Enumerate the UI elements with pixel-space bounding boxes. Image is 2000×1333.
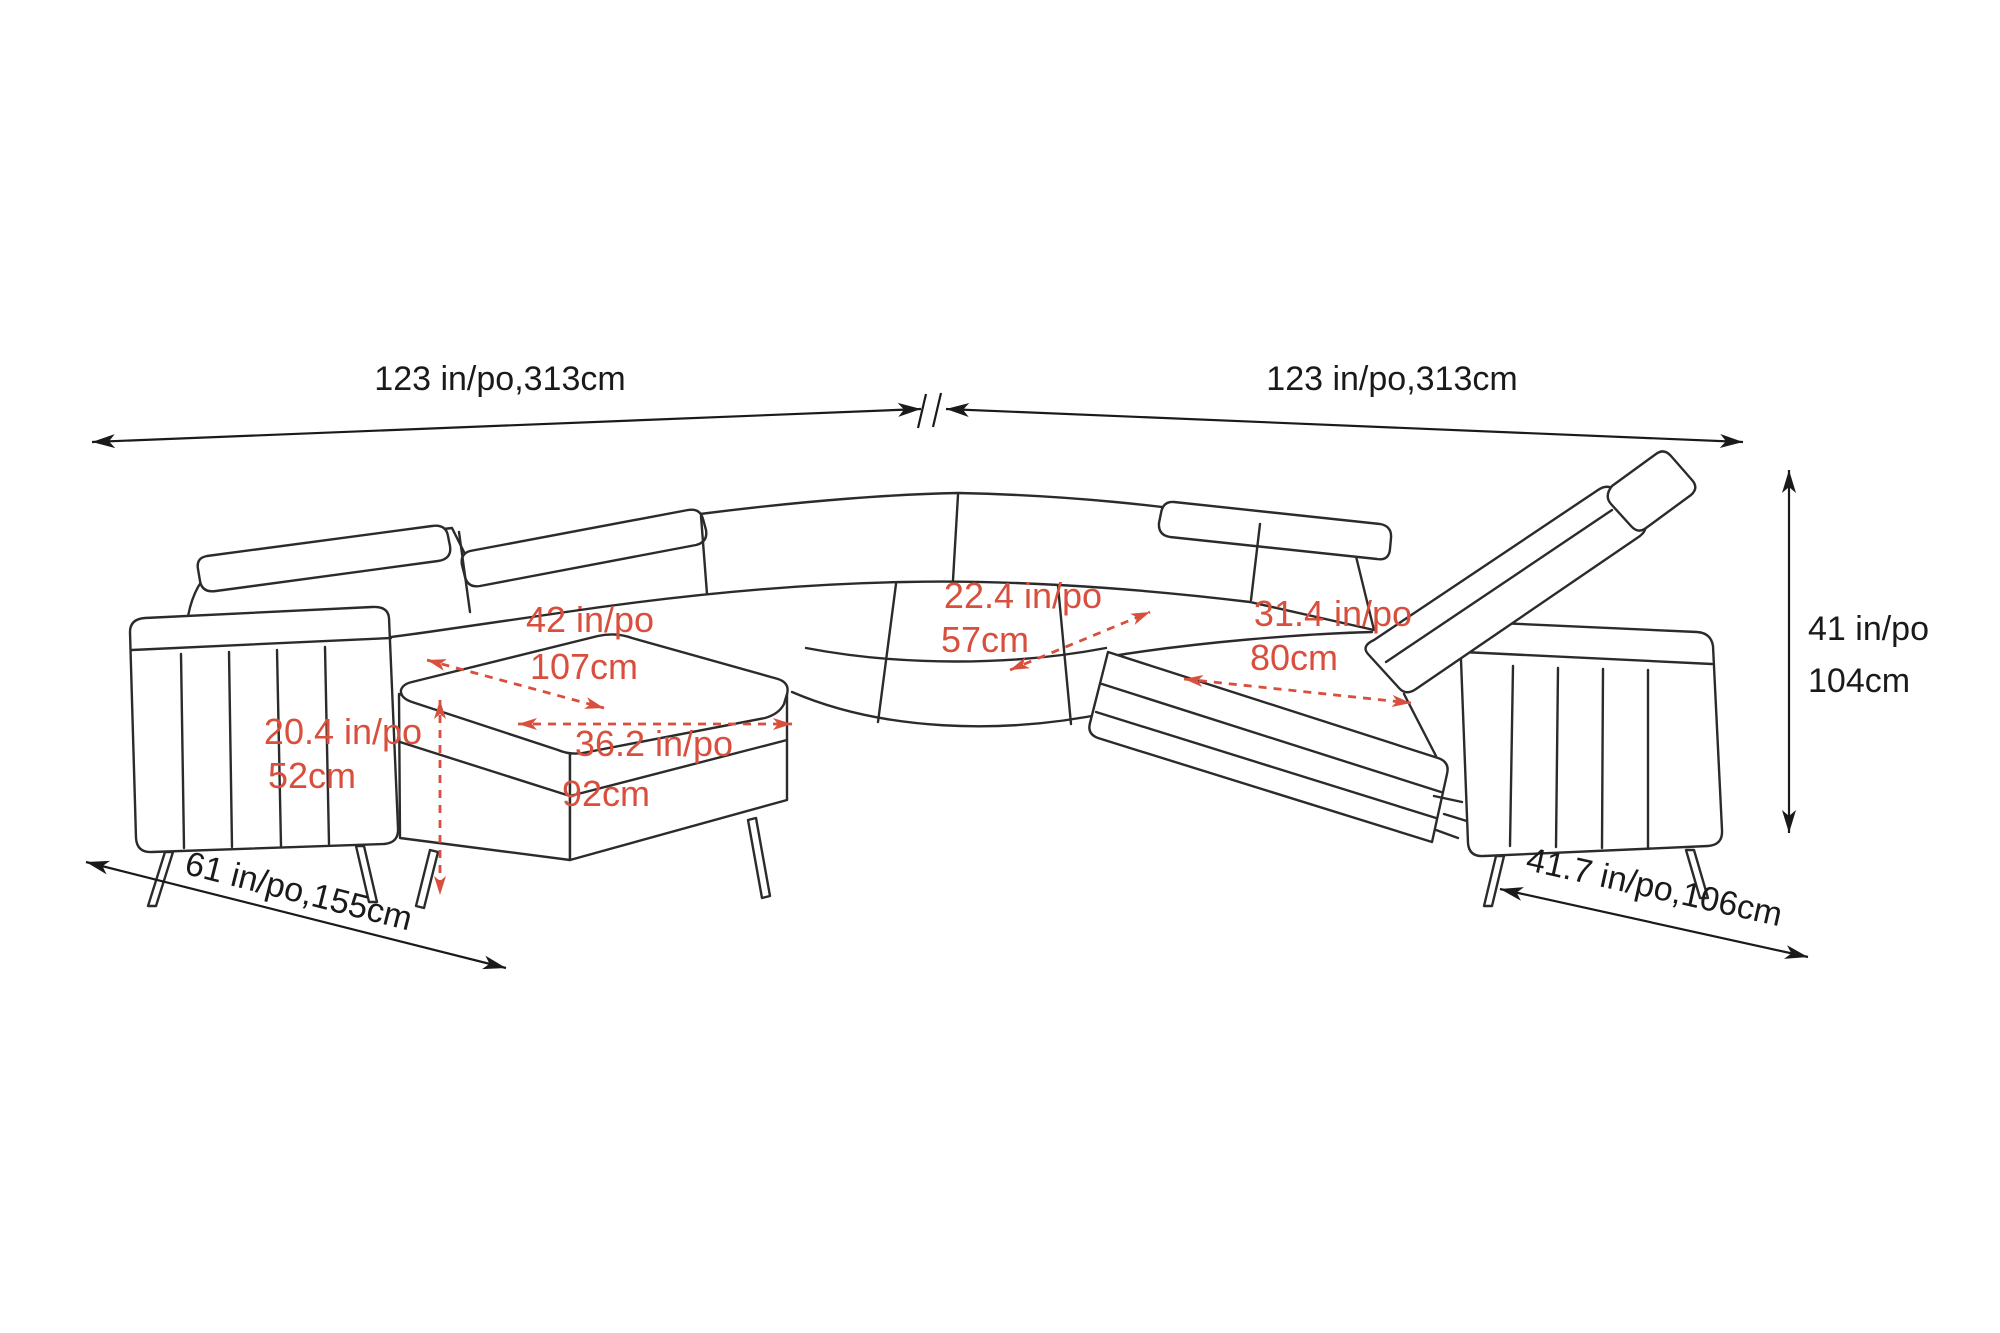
footrest-seams	[1094, 682, 1443, 820]
chaise-length-arrow	[426, 658, 605, 710]
reclined-backrest	[1364, 450, 1697, 694]
depth-left-arrow	[85, 860, 507, 970]
headrest-mid-right	[1157, 500, 1393, 561]
ottoman-seams	[398, 738, 789, 798]
recliner-extension-label-line2: 80cm	[1250, 637, 1338, 678]
height-label-line1: 41 in/po	[1808, 610, 1929, 648]
right-arm-channel-lines	[1508, 664, 1650, 851]
ottoman-width-label-line2: 92cm	[562, 773, 650, 814]
dimension-center-ticks	[916, 392, 943, 429]
backrest-division-lines	[457, 493, 1262, 614]
width-left-label: 123 in/po,313cm	[374, 360, 625, 398]
headrest-mid-left	[460, 508, 708, 588]
reclined-back-seam	[1384, 508, 1614, 664]
right-arm-top-crease	[1461, 650, 1714, 666]
ottoman-height-label-line2: 52cm	[268, 755, 356, 796]
footrest-mechanism	[1432, 794, 1472, 840]
dimension-height: 41 in/po 104cm	[1782, 470, 1929, 833]
dimension-depth-right: 41.7 in/po,106cm	[1499, 840, 1809, 959]
left-arm-channel-lines	[179, 645, 331, 850]
left-arm-outline	[128, 605, 400, 854]
depth-right-arrow	[1499, 887, 1809, 959]
ottoman-height-label-line1: 20.4 in/po	[264, 711, 422, 752]
measurement-chaise-length: 42 in/po 107cm	[426, 599, 654, 710]
recliner-footrest	[1088, 650, 1472, 844]
depth-right-label: 41.7 in/po,106cm	[1523, 840, 1786, 934]
seat-depth-label-line2: 57cm	[941, 619, 1029, 660]
measurement-ottoman-height: 20.4 in/po 52cm	[264, 700, 446, 895]
sofa-line-drawing	[128, 450, 1724, 910]
left-armrest	[128, 605, 400, 908]
ottoman-width-label-line1: 36.2 in/po	[575, 723, 733, 764]
right-arm-leg-front	[1482, 854, 1506, 908]
chaise-length-label-line1: 42 in/po	[526, 599, 654, 640]
depth-left-label: 61 in/po,155cm	[181, 844, 416, 938]
chaise-length-label-line2: 107cm	[530, 646, 638, 687]
left-arm-top-crease	[130, 636, 393, 652]
width-left-arrow	[91, 402, 922, 449]
seat-front-edge	[790, 690, 1114, 728]
measurement-seat-depth: 22.4 in/po 57cm	[941, 575, 1151, 672]
seat-depth-arrow	[1009, 610, 1151, 672]
height-label-line2: 104cm	[1808, 662, 1910, 700]
width-right-label: 123 in/po,313cm	[1266, 360, 1517, 398]
reclined-headrest	[1606, 450, 1697, 532]
dimension-width-left: 123 in/po,313cm	[91, 360, 922, 449]
ottoman-leg-right	[746, 816, 772, 900]
seat-depth-label-line1: 22.4 in/po	[944, 575, 1102, 616]
width-right-arrow	[945, 402, 1744, 449]
measurement-ottoman-width: 36.2 in/po 92cm	[518, 718, 792, 814]
ottoman-leg-left	[414, 848, 440, 910]
measurement-recliner-extension: 31.4 in/po 80cm	[1183, 593, 1412, 707]
dimension-width-right: 123 in/po,313cm	[945, 360, 1744, 449]
sofa-backrest	[184, 491, 1393, 654]
headrest-left	[196, 524, 452, 593]
recliner-extension-label-line1: 31.4 in/po	[1254, 593, 1412, 634]
